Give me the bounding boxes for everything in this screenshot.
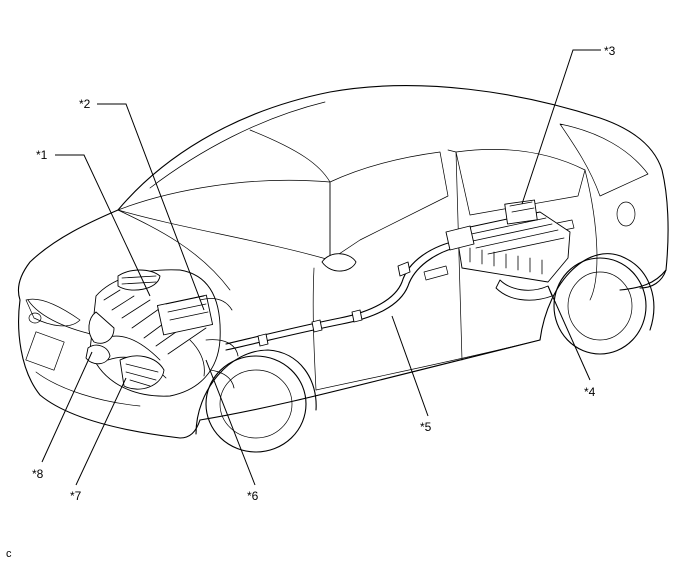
license-plate-area	[25, 331, 65, 371]
callout-7: *7	[70, 489, 82, 503]
rear-lower-body	[619, 269, 667, 291]
windshield-upper-line	[149, 101, 326, 189]
callout-8: *8	[32, 467, 44, 481]
grille-lower	[35, 371, 141, 407]
lower-sill	[199, 339, 541, 421]
hv-battery-assembly	[445, 199, 571, 301]
leader-4	[547, 285, 591, 381]
leader-1	[55, 154, 151, 297]
roof-center-line	[249, 129, 331, 183]
front-wheel	[205, 355, 307, 453]
callout-1: *1	[36, 148, 48, 162]
transaxle-detail	[125, 363, 159, 387]
fuel-door	[616, 201, 636, 227]
callout-4: *4	[584, 385, 596, 399]
leader-5	[391, 315, 429, 417]
rear-door-edge	[584, 169, 598, 301]
hv-battery-case	[455, 211, 571, 283]
front-wheel-inner	[219, 369, 293, 439]
hv-battery-top-lines	[461, 217, 565, 255]
roof-line	[117, 85, 663, 211]
rear-hatch	[639, 169, 669, 289]
callout-5: *5	[420, 420, 432, 434]
aux-battery-detail	[509, 201, 535, 213]
transaxle	[119, 355, 165, 390]
hood-outline	[17, 209, 119, 301]
power-cable-lower	[225, 245, 463, 351]
cable-clamp-1	[257, 333, 269, 347]
power-cable-upper	[225, 239, 461, 345]
air-filter	[88, 311, 115, 344]
leader-2	[97, 103, 205, 311]
cable-clamp-3	[351, 309, 363, 323]
door-lower-line	[315, 339, 541, 391]
power-cable	[225, 239, 463, 351]
intake-detail	[121, 275, 157, 285]
inverter-detail	[165, 295, 209, 321]
rear-wheel	[553, 257, 647, 355]
auxiliary-battery	[504, 199, 538, 225]
front-bumper	[18, 299, 201, 439]
leader-3	[521, 49, 601, 205]
electric-compressor	[85, 344, 111, 365]
windshield	[117, 179, 331, 261]
front-side-window	[329, 151, 449, 261]
engine-compartment	[85, 269, 239, 397]
cable-clamp-4	[397, 261, 411, 277]
callout-2: *2	[79, 97, 91, 111]
front-door-handle	[423, 265, 449, 281]
figure-code: c	[6, 548, 12, 560]
front-wheel-arch	[195, 349, 317, 435]
junction-block	[445, 225, 475, 251]
rear-wheel-inner	[567, 271, 633, 341]
leader-6	[205, 359, 256, 486]
cable-clamp-2	[311, 319, 323, 333]
hv-battery-cells	[469, 247, 543, 275]
callout-3: *3	[604, 44, 616, 58]
engine-hoses	[199, 298, 239, 389]
leader-7	[75, 377, 127, 486]
rear-glass	[559, 123, 649, 197]
side-mirror	[321, 253, 357, 272]
leader-lines	[41, 49, 601, 486]
callout-6: *6	[247, 489, 259, 503]
headlamp	[25, 298, 81, 327]
emblem	[28, 312, 42, 324]
vehicle-body	[17, 85, 669, 439]
b-pillar	[447, 149, 463, 361]
leader-8	[41, 351, 93, 463]
intake-manifold	[117, 269, 161, 291]
callout-labels: *1 *2 *3 *4 *5 *6 *7 *8 c	[6, 44, 616, 560]
battery-harness	[495, 279, 553, 301]
